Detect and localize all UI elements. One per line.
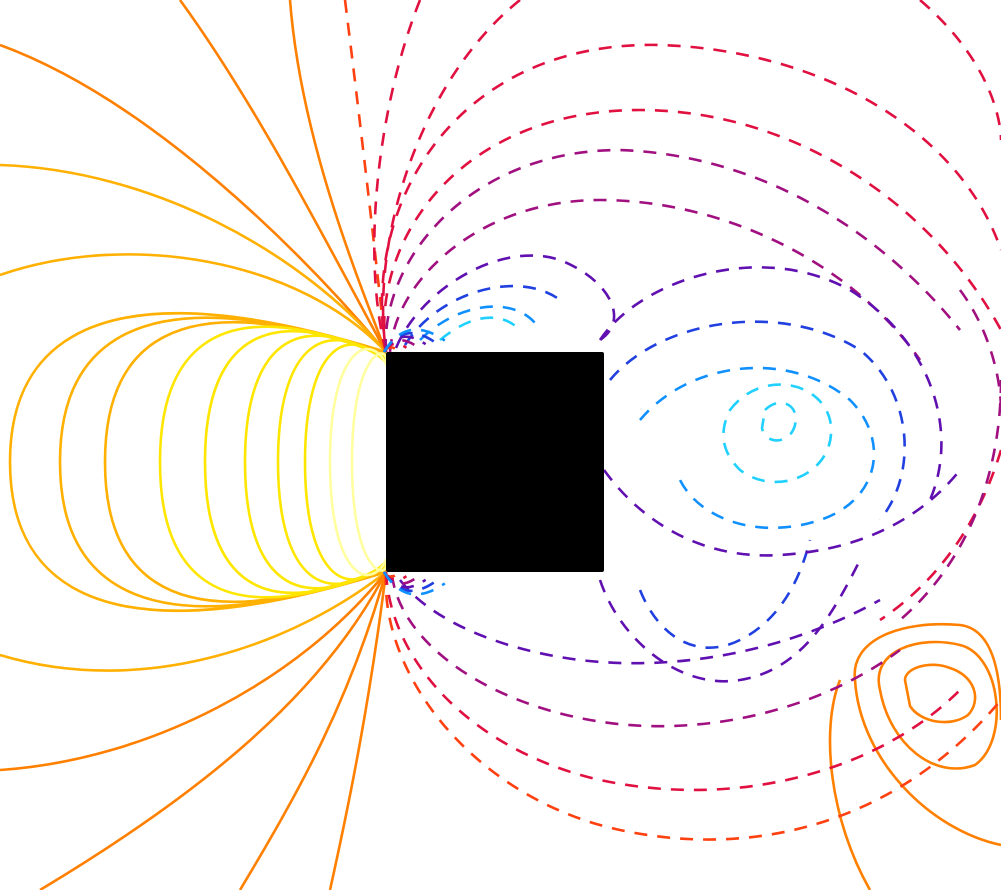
negative-contour-line-41 (760, 401, 798, 442)
positive-contour-line-4 (158, 325, 387, 599)
negative-contour-line-44 (390, 574, 901, 728)
positive-contour-line-19 (238, 571, 388, 890)
negative-contour-line-29 (382, 108, 1001, 353)
positive-contour-line-6 (243, 334, 387, 590)
negative-contour-line-47 (638, 539, 812, 649)
positive-contour-line-22 (877, 640, 998, 770)
positive-contour-line-14 (178, 0, 388, 353)
negative-contour-line-33 (403, 284, 561, 346)
negative-contour-line-37 (598, 266, 943, 501)
positive-contour-line-3 (103, 320, 387, 604)
negative-contour-line-30 (384, 148, 962, 353)
negative-contour-line-63 (382, 571, 446, 596)
negative-contour-line-57 (382, 328, 446, 353)
positive-contour-line-8 (303, 343, 387, 581)
negative-contour-line-51 (899, 379, 1001, 621)
negative-contour-line-34 (419, 305, 542, 341)
positive-contour-line-24 (828, 679, 872, 890)
positive-contour-line-20 (328, 571, 388, 890)
negative-contour-line-39 (639, 366, 876, 530)
positive-contour-line-15 (288, 0, 388, 353)
positive-contour-line-21 (903, 663, 977, 724)
square-obstacle (386, 352, 604, 572)
positive-contour-line-5 (203, 329, 387, 595)
negative-contour-line-31 (388, 198, 922, 361)
positive-contour-line-12 (0, 163, 387, 353)
negative-contour-line-32 (394, 254, 616, 349)
positive-contour-line-2 (58, 316, 387, 608)
negative-contour-line-43 (384, 571, 961, 792)
negative-contour-line-40 (722, 383, 833, 484)
negative-contour-line-42 (384, 571, 1001, 841)
positive-contour-line-9 (328, 347, 388, 577)
positive-contour-line-16 (0, 570, 387, 672)
negative-contour-line-28 (380, 43, 1001, 353)
negative-contour-line-46 (598, 559, 862, 683)
negative-contour-line-27 (381, 0, 521, 353)
positive-contour-line-1 (8, 312, 387, 612)
negative-contour-line-36 (919, 0, 1001, 141)
negative-contour-line-48 (602, 469, 962, 557)
negative-contour-line-45 (398, 579, 881, 665)
positive-contour-line-23 (853, 622, 1001, 847)
negative-contour-line-25 (343, 0, 388, 353)
positive-contour-line-11 (0, 43, 387, 353)
negative-contour-line-35 (439, 316, 521, 341)
positive-contour-line-13 (0, 253, 387, 353)
negative-contour-line-49 (958, 289, 1001, 411)
positive-contour-line-10 (350, 352, 388, 572)
positive-contour-line-7 (276, 339, 387, 585)
positive-contour-line-18 (39, 571, 388, 890)
positive-contour-line-17 (0, 571, 388, 772)
negative-contour-line-50 (879, 449, 1001, 622)
negative-contour-line-38 (609, 320, 906, 521)
